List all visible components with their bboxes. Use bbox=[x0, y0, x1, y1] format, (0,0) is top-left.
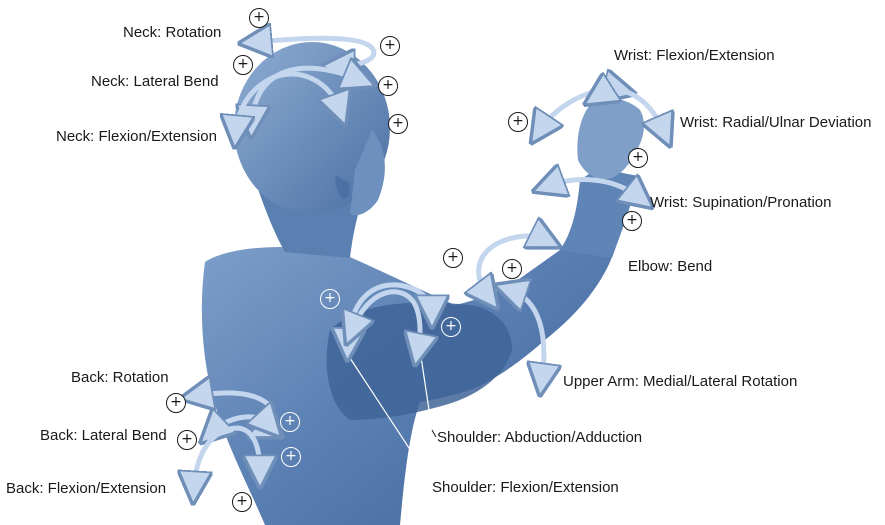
label-back-rotation: Back: Rotation bbox=[71, 369, 169, 387]
plus-neck-lateral-bend[interactable]: + bbox=[233, 55, 253, 75]
plus-back-lateral-bend-2[interactable]: + bbox=[281, 447, 301, 467]
plus-back-flexion[interactable]: + bbox=[232, 492, 252, 512]
plus-back-rotation[interactable]: + bbox=[166, 393, 186, 413]
label-neck-rotation: Neck: Rotation bbox=[123, 24, 221, 42]
plus-wrist-flexion[interactable]: + bbox=[508, 112, 528, 132]
plus-neck-flexion[interactable]: + bbox=[388, 114, 408, 134]
plus-shoulder-abduction[interactable]: + bbox=[441, 317, 461, 337]
plus-wrist-supination[interactable]: + bbox=[622, 211, 642, 231]
label-back-lateral-bend: Back: Lateral Bend bbox=[40, 427, 167, 445]
label-wrist-flexion-extension: Wrist: Flexion/Extension bbox=[614, 47, 775, 65]
label-wrist-supination-pronation: Wrist: Supination/Pronation bbox=[650, 194, 832, 212]
plus-wrist-radial[interactable]: + bbox=[628, 148, 648, 168]
plus-elbow-bend[interactable]: + bbox=[443, 248, 463, 268]
label-neck-lateral-bend: Neck: Lateral Bend bbox=[91, 73, 219, 91]
label-back-flexion-extension: Back: Flexion/Extension bbox=[6, 480, 166, 498]
label-elbow-bend: Elbow: Bend bbox=[628, 258, 712, 276]
label-shoulder-flexion: Shoulder: Flexion/Extension bbox=[432, 479, 619, 497]
label-wrist-radial-ulnar: Wrist: Radial/Ulnar Deviation bbox=[680, 114, 871, 132]
plus-back-lateral-bend[interactable]: + bbox=[177, 430, 197, 450]
label-shoulder-abduction: Shoulder: Abduction/Adduction bbox=[437, 429, 642, 447]
plus-neck-rotation[interactable]: + bbox=[249, 8, 269, 28]
plus-neck-lateral-bend-2[interactable]: + bbox=[378, 76, 398, 96]
label-upper-arm-rotation: Upper Arm: Medial/Lateral Rotation bbox=[563, 373, 797, 391]
plus-back-rotation-2[interactable]: + bbox=[280, 412, 300, 432]
leader-shoulder-abduction-lower bbox=[432, 430, 436, 437]
label-neck-flexion-extension: Neck: Flexion/Extension bbox=[56, 128, 217, 146]
plus-shoulder-flexion[interactable]: + bbox=[320, 289, 340, 309]
plus-neck-rotation-2[interactable]: + bbox=[380, 36, 400, 56]
plus-upper-arm-rotation[interactable]: + bbox=[502, 259, 522, 279]
